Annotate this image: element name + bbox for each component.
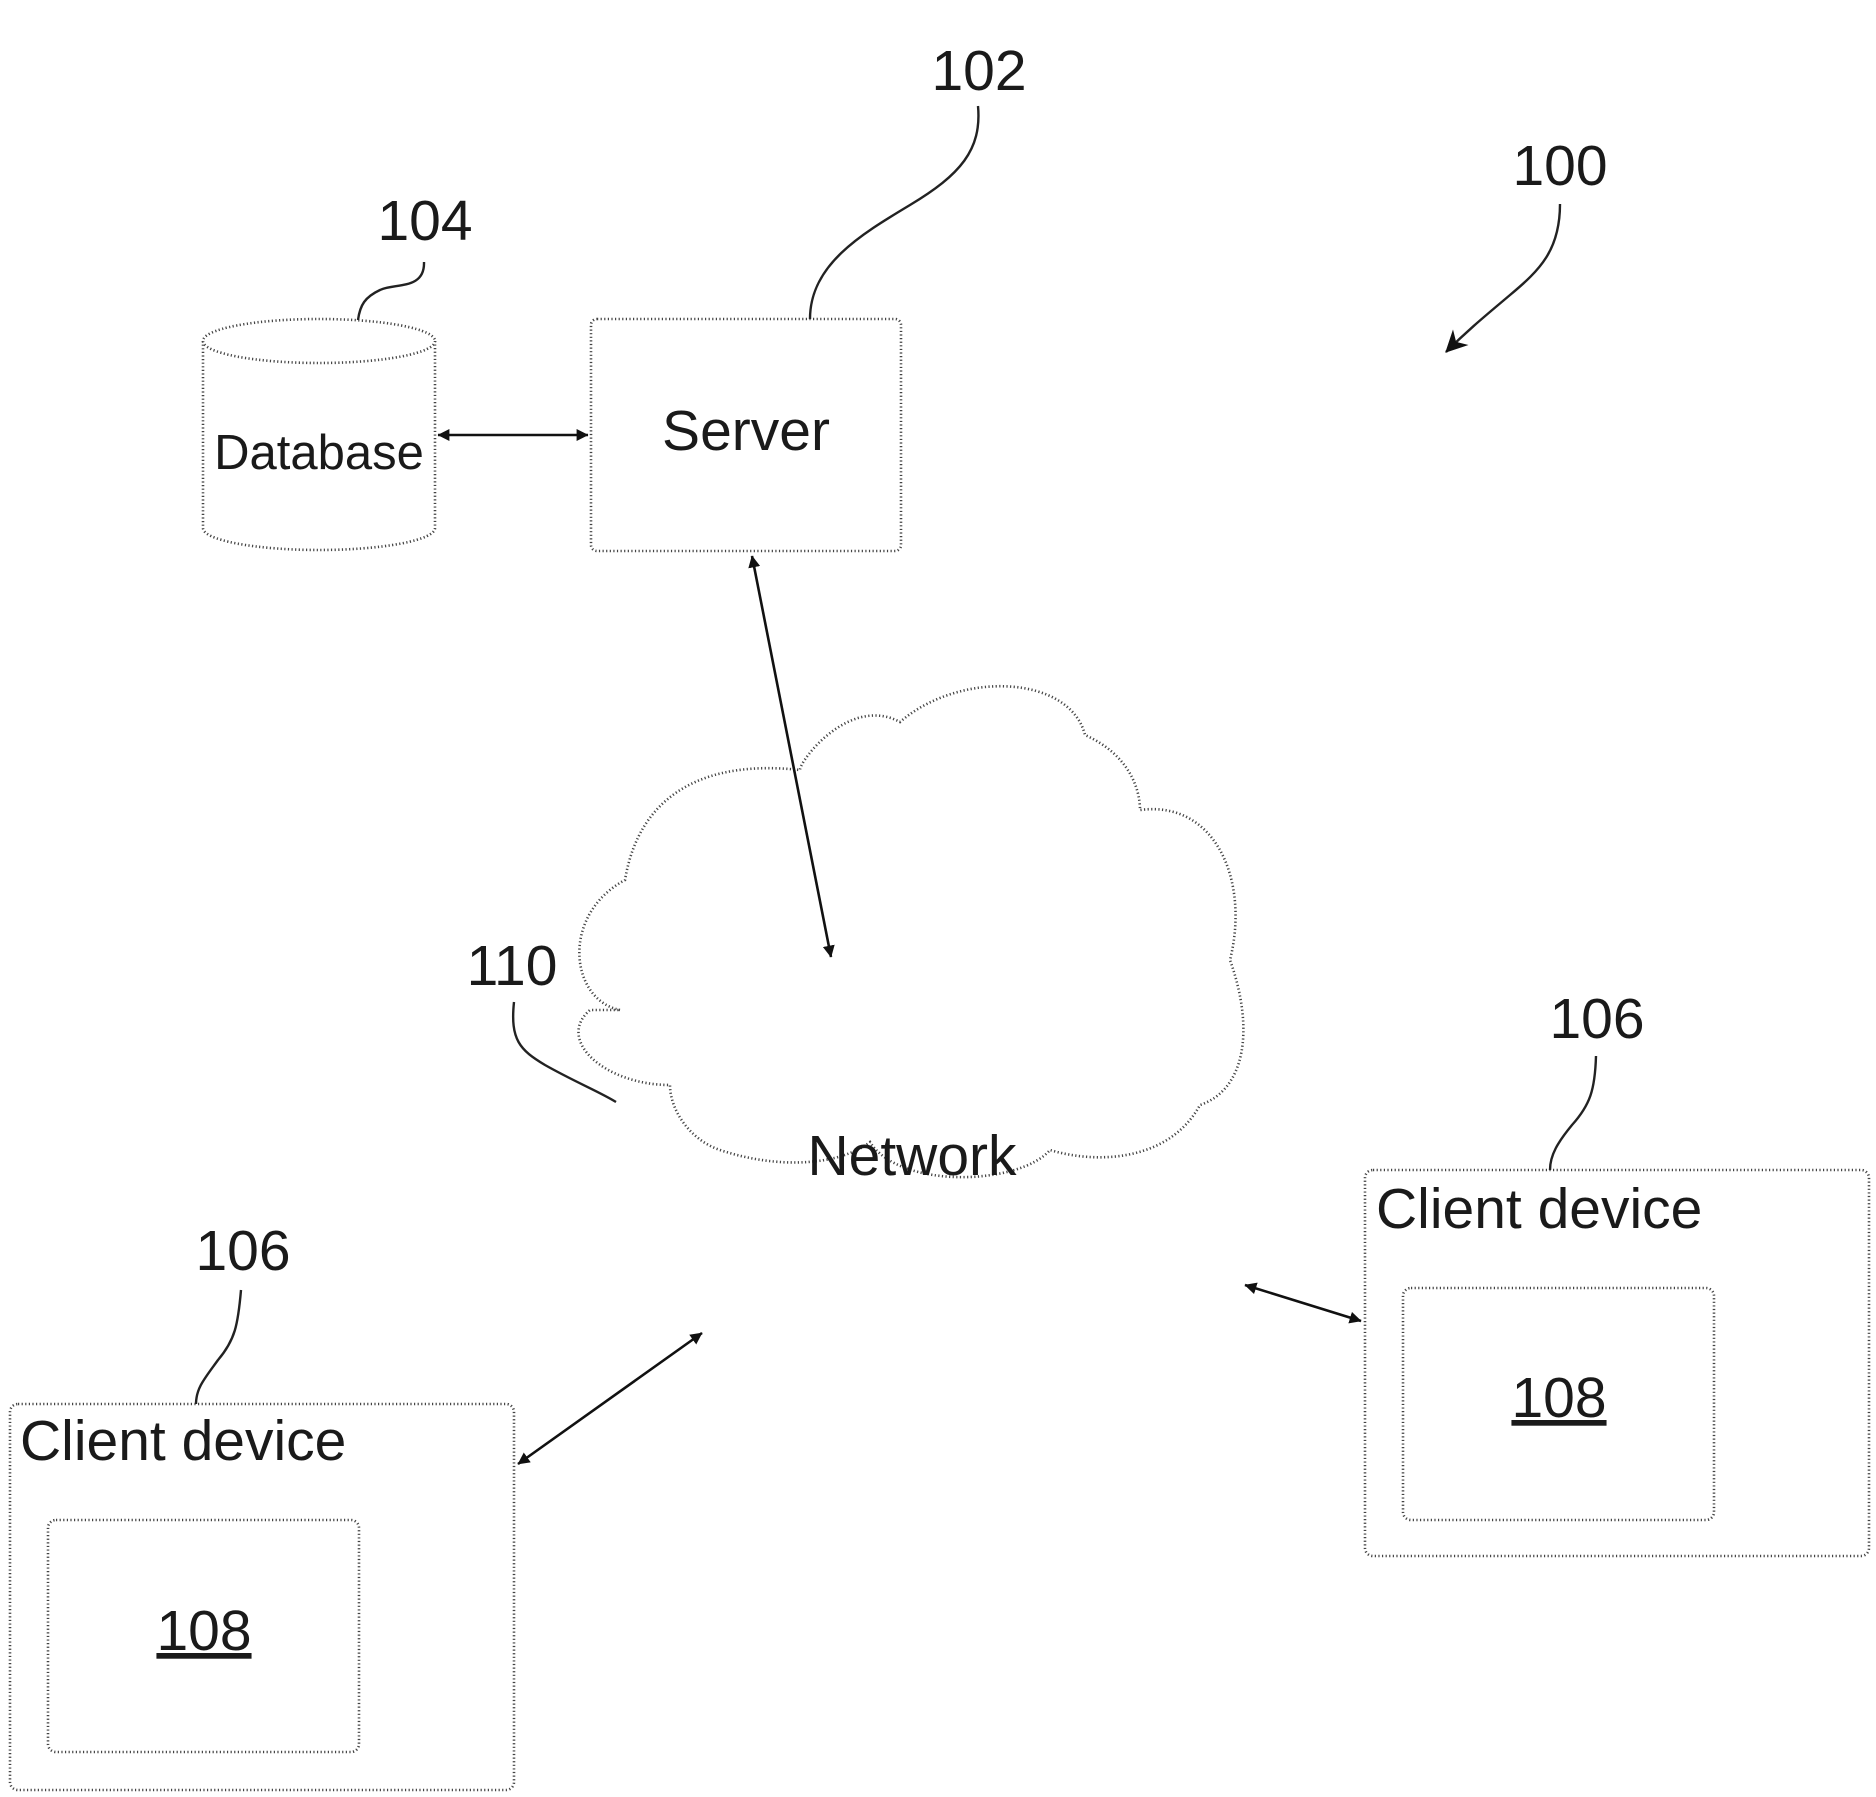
network-client-left-link (518, 1333, 702, 1464)
network-client-right-link (1245, 1285, 1361, 1321)
client-device-left-label: Client device (20, 1409, 346, 1473)
ref-104-label: 104 (377, 189, 472, 253)
component-108-right-label: 108 (1511, 1366, 1606, 1430)
server-label: Server (662, 399, 830, 463)
network-cloud (578, 686, 1243, 1177)
ref-106-left-leader (196, 1290, 241, 1404)
ref-104-leader (358, 262, 424, 320)
database-label: Database (214, 426, 424, 480)
client-device-right-label: Client device (1376, 1177, 1702, 1241)
ref-100-label: 100 (1512, 134, 1607, 198)
component-108-left-label: 108 (156, 1599, 251, 1663)
ref-102-leader (810, 106, 978, 319)
ref-102-label: 102 (931, 39, 1026, 103)
ref-106-right-label: 106 (1549, 987, 1644, 1051)
ref-110-label: 110 (467, 934, 558, 998)
network-label: Network (807, 1124, 1017, 1188)
ref-106-left-label: 106 (195, 1219, 290, 1283)
ref-100-arrow (1446, 204, 1560, 352)
ref-106-right-leader (1550, 1056, 1596, 1170)
